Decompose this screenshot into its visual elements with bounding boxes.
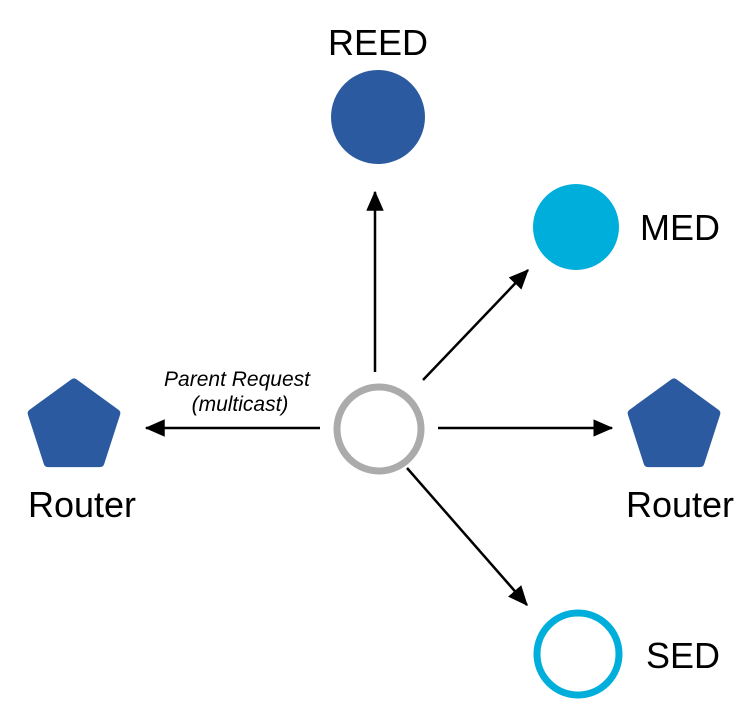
arrow-joiner-to-sed <box>406 467 528 606</box>
reed-node <box>331 70 425 164</box>
med-node <box>533 184 619 270</box>
parent-request-annotation-line2: (multicast) <box>192 393 289 416</box>
parent-request-annotation-line1: Parent Request <box>164 368 311 391</box>
sed-label: SED <box>646 635 720 676</box>
joiner-node <box>333 383 425 475</box>
sed-node <box>533 609 623 699</box>
arrow-joiner-to-med <box>422 269 529 381</box>
med-label: MED <box>640 207 720 248</box>
router-left-node <box>27 378 121 468</box>
router-right-label: Router <box>626 484 734 525</box>
router-left-label: Router <box>28 484 136 525</box>
router-right-node <box>627 378 721 468</box>
reed-label: REED <box>328 22 428 63</box>
